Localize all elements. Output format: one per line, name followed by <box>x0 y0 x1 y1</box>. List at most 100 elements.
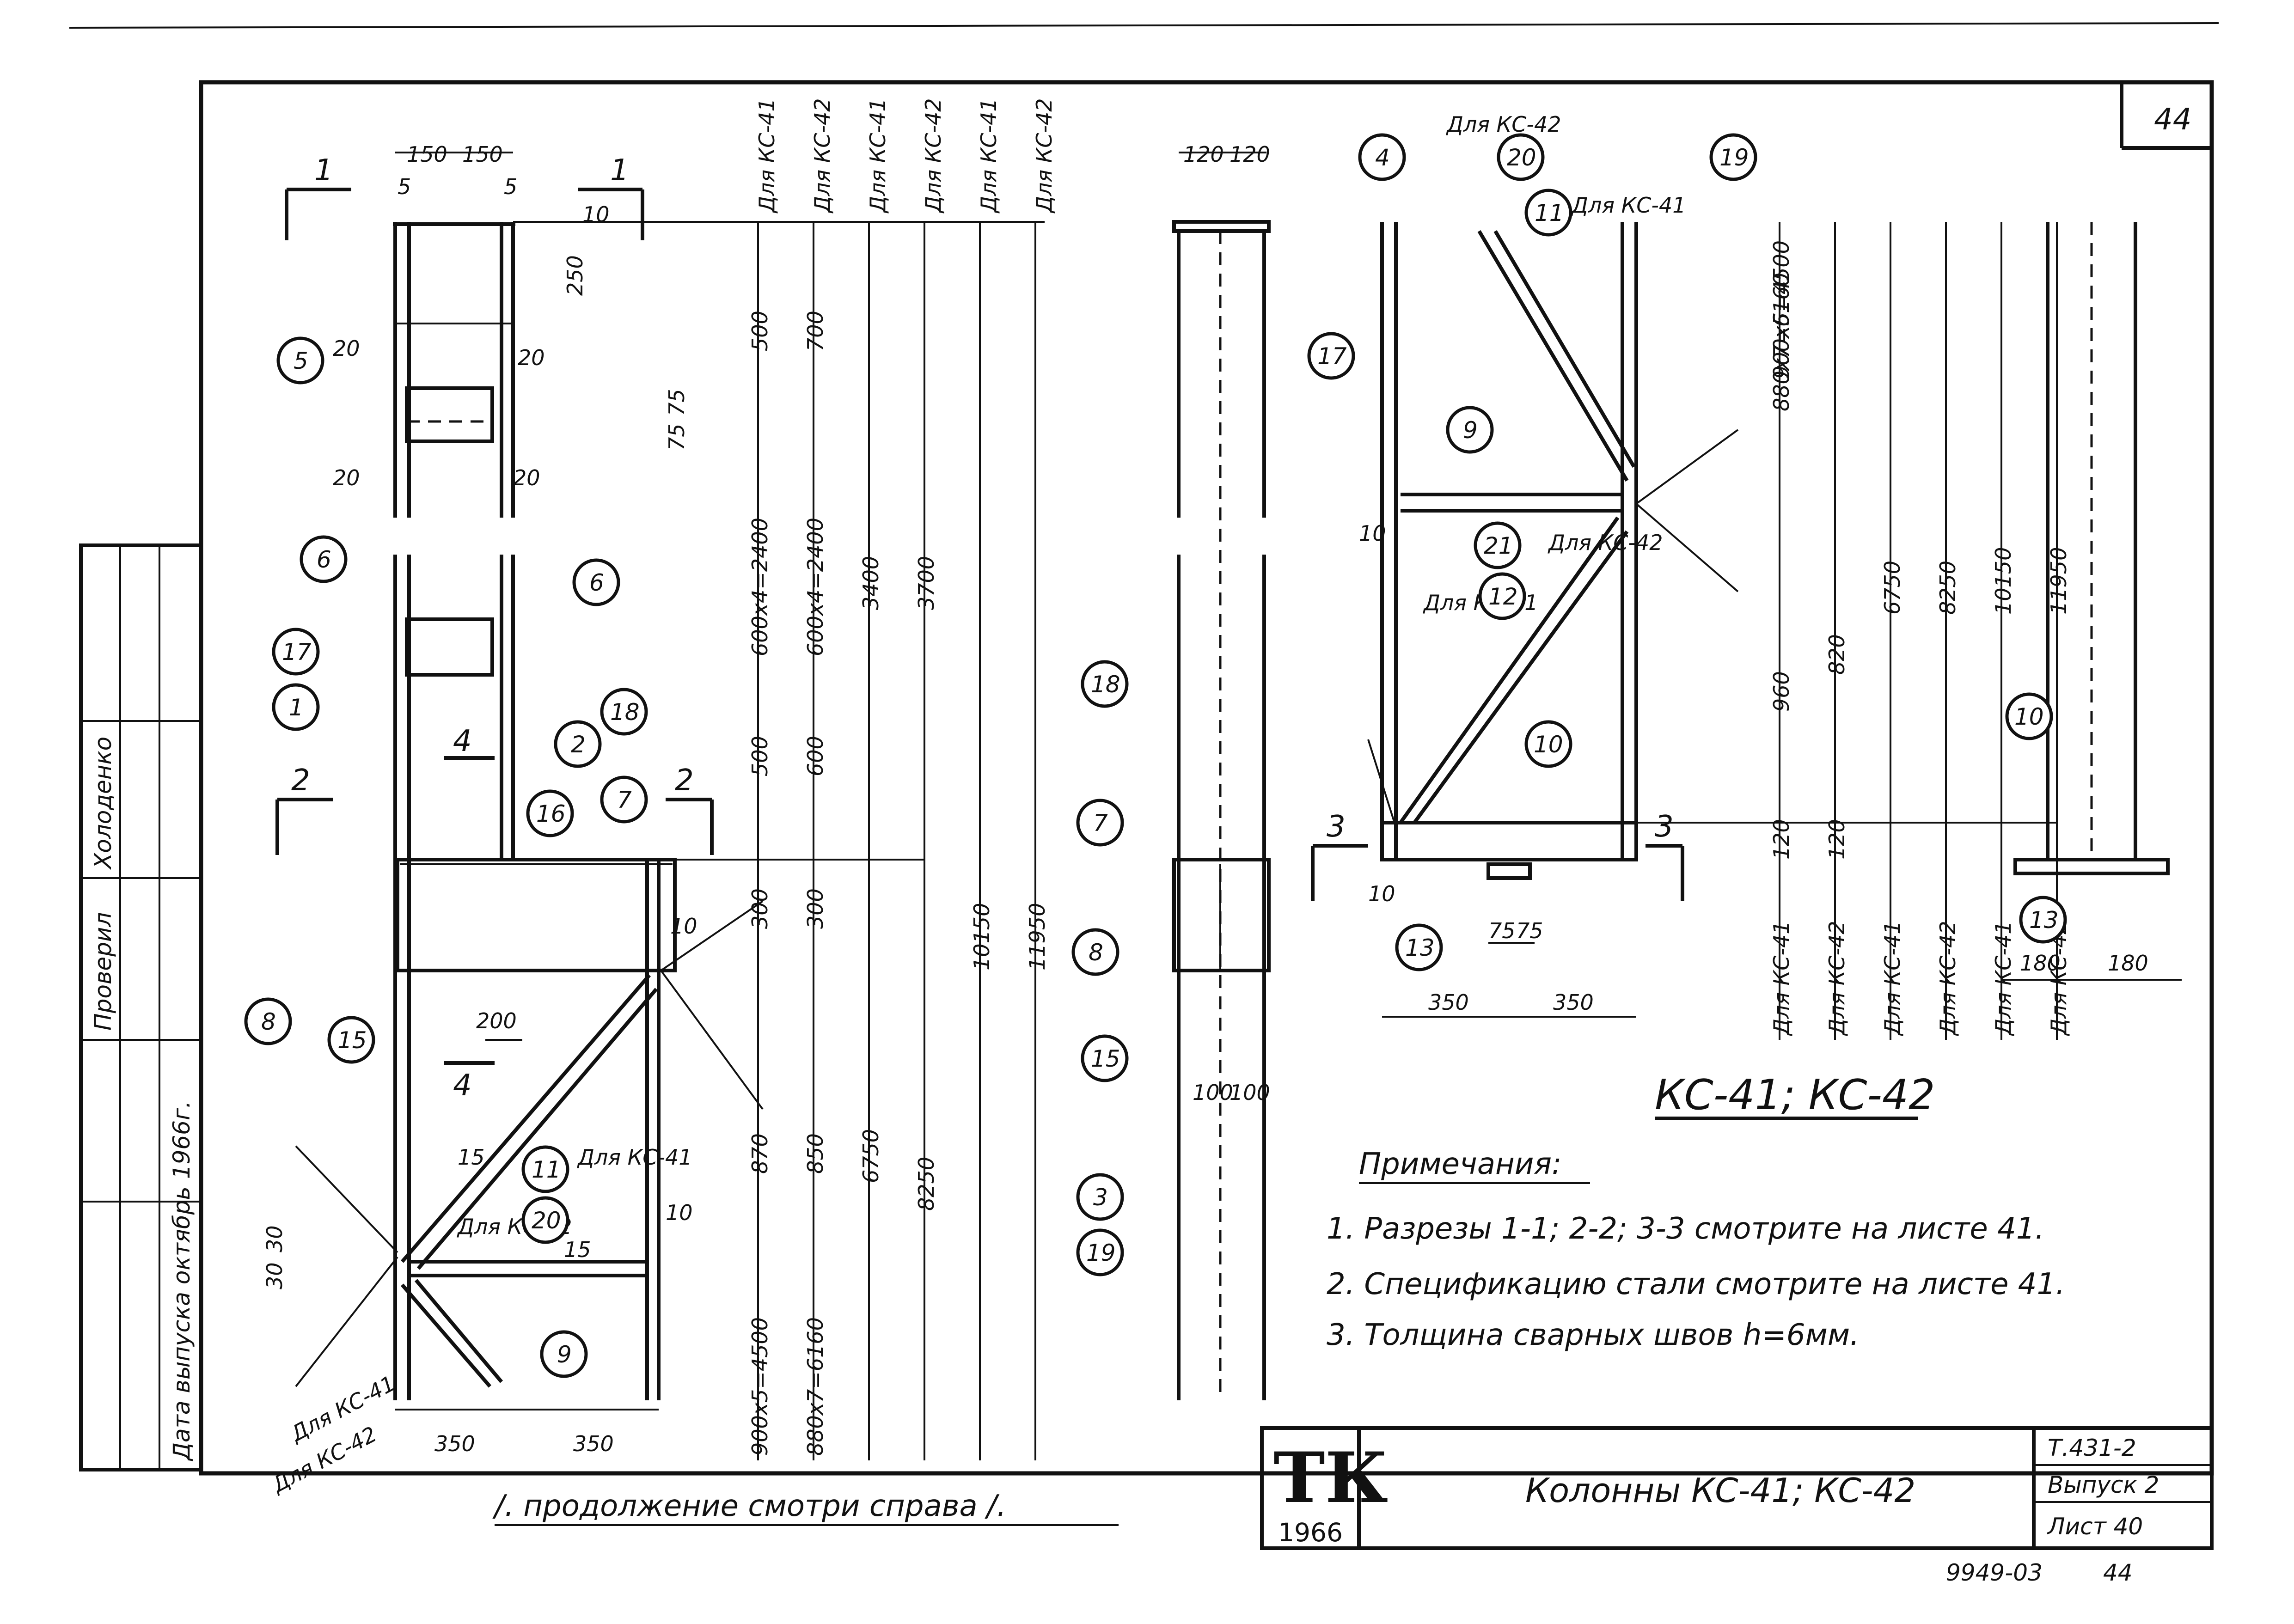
bubble-21: 21 <box>1474 521 1522 569</box>
tk-logo-year: 1966 <box>1278 1518 1343 1547</box>
svg-text:10: 10 <box>1534 731 1563 758</box>
svg-text:8: 8 <box>1089 939 1103 966</box>
svg-text:13: 13 <box>1405 934 1435 961</box>
svg-text:20: 20 <box>1507 144 1536 171</box>
vdim-6160: 880x7=6160 <box>803 1317 828 1456</box>
section-mark-2b: 2 <box>675 763 694 798</box>
vdim-2400-b: 600x4=2400 <box>803 518 828 656</box>
dim-5-b: 5 <box>504 174 517 199</box>
dim-30-a: 30 <box>262 1262 287 1289</box>
section-marks: 1 1 2 2 3 3 4 4 <box>275 153 1684 1103</box>
bubble-5: 5 <box>276 336 324 385</box>
bubble-16: 16 <box>526 789 574 837</box>
svg-text:9: 9 <box>1463 417 1478 444</box>
bubble-19b: 19 <box>1076 1228 1124 1276</box>
rdim-120-a: 120 <box>1769 819 1794 860</box>
bubble-7a: 7 <box>600 775 648 824</box>
rvdim-4500: 900x5=4500 <box>1769 240 1794 379</box>
bubble-6b: 6 <box>572 558 620 606</box>
svg-text:19: 19 <box>1719 144 1749 171</box>
dim-20-d: 20 <box>513 465 540 490</box>
dim-15-b: 15 <box>458 1145 485 1170</box>
vdim-850: 850 <box>803 1133 828 1174</box>
col-hdr-6: Для КС-42 <box>1032 98 1057 214</box>
notes-block: КС-41; КС-42 Примечания: 1. Разрезы 1-1;… <box>492 1071 2065 1526</box>
dim-20-a: 20 <box>333 336 360 361</box>
rdim-350-b: 350 <box>1553 990 1594 1015</box>
dim-10-d: 10 <box>666 1200 693 1225</box>
dim-200: 200 <box>476 1008 517 1033</box>
note-1: 1. Разрезы 1-1; 2-2; 3-3 смотрите на лис… <box>1327 1212 2044 1246</box>
svg-text:10: 10 <box>2014 703 2044 730</box>
bubble-9b: 9 <box>1446 406 1494 454</box>
section-mark-4b: 4 <box>453 1068 472 1103</box>
middle-side-view: 120 120 100 100 <box>1172 142 1271 1400</box>
dim-350-b: 350 <box>573 1431 614 1456</box>
vdim-300-b: 300 <box>803 888 828 929</box>
svg-text:11: 11 <box>532 1156 561 1183</box>
sheet-number: Лист 40 <box>2047 1513 2143 1540</box>
r-col-hdr-1: Для КС-41 <box>1769 921 1794 1036</box>
svg-text:6: 6 <box>317 546 331 573</box>
for-label-8: Для КС-42 <box>267 1422 381 1498</box>
vdim-6750: 6750 <box>858 1129 883 1183</box>
svg-text:7: 7 <box>1093 810 1108 836</box>
svg-text:4: 4 <box>1375 144 1390 171</box>
rvdim-820: 820 <box>1824 634 1849 675</box>
svg-text:21: 21 <box>1484 532 1513 559</box>
rdim-75-a: 75 <box>1488 918 1516 943</box>
note-2: 2. Спецификацию стали смотрите на листе … <box>1327 1267 2065 1301</box>
svg-text:18: 18 <box>1091 671 1120 698</box>
vdim-870: 870 <box>747 1133 772 1174</box>
bubble-13a: 13 <box>1395 923 1443 971</box>
svg-text:20: 20 <box>532 1207 561 1234</box>
rdim-350-a: 350 <box>1428 990 1469 1015</box>
svg-text:8: 8 <box>261 1008 276 1035</box>
r-col-hdr-3: Для КС-41 <box>1880 921 1905 1036</box>
bubble-6a: 6 <box>300 535 348 583</box>
svg-text:1: 1 <box>289 694 304 721</box>
dim-20-b: 20 <box>518 345 545 370</box>
r-col-hdr-5: Для КС-41 <box>1991 921 2016 1036</box>
bubble-18b: 18 <box>1081 660 1129 708</box>
rdim-75-b: 75 <box>1516 918 1543 943</box>
vdim-10150: 10150 <box>969 903 994 971</box>
bubble-7b: 7 <box>1076 799 1124 847</box>
vdim-8250: 8250 <box>914 1157 939 1211</box>
mdim-100-b: 100 <box>1230 1080 1270 1105</box>
right-elevation: 350 350 75 75 10 10 120 120 900x5=4500 8… <box>1359 222 2071 1040</box>
dim-150-b: 150 <box>462 142 503 167</box>
rdim-10-a: 10 <box>1368 881 1395 906</box>
notes-title: Примечания: <box>1359 1147 1562 1181</box>
bubble-9a: 9 <box>540 1330 588 1378</box>
bubble-10a: 10 <box>1524 720 1572 768</box>
bubble-12: 12 <box>1478 572 1526 620</box>
bubble-2: 2 <box>554 720 602 768</box>
callout-bubbles: 1 2 3 4 5 6 6 7 7 8 8 9 9 10 10 11 11 12… <box>244 133 2067 1378</box>
bubble-8b: 8 <box>1071 928 1119 976</box>
for-label-4: Для КС-42 <box>1548 530 1663 555</box>
note-3: 3. Толщина сварных швов h=6мм. <box>1327 1318 1860 1352</box>
bubble-1: 1 <box>272 683 320 731</box>
bubble-19a: 19 <box>1709 133 1757 181</box>
for-label-1: Для КС-42 <box>1446 112 1561 137</box>
section-mark-3b: 3 <box>1655 810 1674 844</box>
bubble-11a: 11 <box>521 1145 569 1193</box>
svg-text:15: 15 <box>1091 1045 1120 1072</box>
left-dimension-chains: Для КС-41 Для КС-42 Для КС-41 Для КС-42 … <box>513 98 1057 1460</box>
col-hdr-4: Для КС-42 <box>921 98 946 214</box>
section-mark-2a: 2 <box>291 763 310 798</box>
vdim-600: 600 <box>803 736 828 776</box>
r-col-hdr-4: Для КС-42 <box>1935 921 1960 1036</box>
dim-150-a: 150 <box>407 142 447 167</box>
svg-text:13: 13 <box>2029 907 2059 934</box>
bubble-10b: 10 <box>2005 692 2053 740</box>
for-label-2: Для КС-41 <box>1571 193 1686 218</box>
dim-75-a: 75 <box>664 389 689 416</box>
dim-10-c: 10 <box>670 914 697 939</box>
vdim-3700: 3700 <box>914 556 939 610</box>
bubble-20b: 20 <box>521 1196 569 1244</box>
title-block: ТК 1966 Колонны КС-41; КС-42 Т.431-2 Вып… <box>1260 1426 2214 1586</box>
drawing-title: Колонны КС-41; КС-42 <box>1525 1471 1915 1510</box>
